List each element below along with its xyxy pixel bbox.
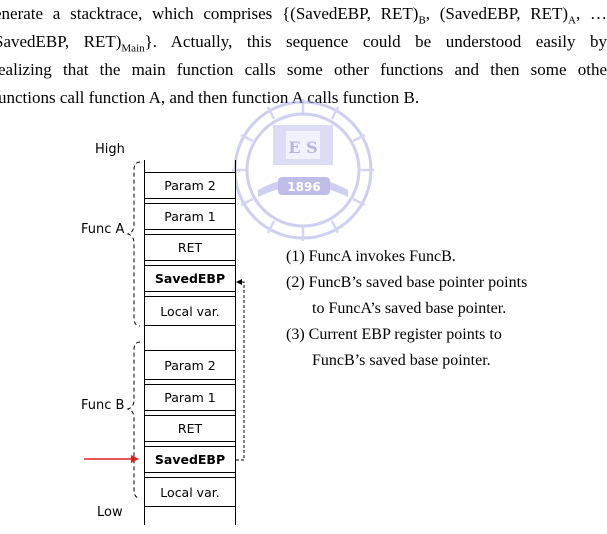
current-ebp-arrowhead xyxy=(131,455,139,463)
note-1: (1) FuncA invokes FuncB. xyxy=(286,248,456,265)
saved-ebp-link xyxy=(236,281,245,461)
func-a-savedebp-cell: SavedEBP xyxy=(145,265,235,292)
func-b-savedebp-cell: SavedEBP xyxy=(145,446,235,473)
func-b-localvar-cell: Local var. xyxy=(145,477,235,507)
func-b-param2-cell: Param 2 xyxy=(145,350,235,380)
text-run: , … xyxy=(576,4,607,23)
text-run: SavedEBP, RET) xyxy=(0,32,122,51)
notes-list: (1) FuncA invokes FuncB. (2) FuncB’s sav… xyxy=(286,244,527,374)
note-3-continued: FuncB’s saved base pointer. xyxy=(312,352,491,369)
text-run: enerate a stacktrace, which comprises {(… xyxy=(0,4,419,23)
func-b-param1-cell: Param 1 xyxy=(145,384,235,411)
stack-left-edge xyxy=(144,160,145,525)
note-2: (2) FuncB’s saved base pointer points xyxy=(286,274,528,291)
func-a-ret-cell: RET xyxy=(145,234,235,261)
stack-right-edge xyxy=(235,160,236,525)
low-label: Low xyxy=(97,505,123,520)
func-a-brace xyxy=(126,161,141,327)
subscript: Main xyxy=(121,42,145,55)
note-2-continued: to FuncA’s saved base pointer. xyxy=(312,300,507,317)
func-b-ret-cell: RET xyxy=(145,415,235,442)
func-b-label: Func B xyxy=(81,398,125,413)
note-3: (3) Current EBP register points to xyxy=(286,326,502,343)
saved-ebp-arrowhead xyxy=(236,279,242,285)
text-run: , (SavedEBP, RET) xyxy=(425,4,569,23)
watermark-letters: E S xyxy=(288,138,317,157)
func-a-label: Func A xyxy=(81,222,125,237)
watermark-year: 1896 xyxy=(287,180,320,194)
func-a-param1-cell: Param 1 xyxy=(145,203,235,230)
func-a-localvar-cell: Local var. xyxy=(145,296,235,326)
paragraph-line-3: ealizing that the main function calls so… xyxy=(0,60,607,79)
func-b-brace xyxy=(126,341,141,499)
high-label: High xyxy=(95,142,125,157)
university-seal-watermark: 1896 E S xyxy=(232,99,374,241)
paragraph-line-1: enerate a stacktrace, which comprises {(… xyxy=(0,0,607,28)
subscript: A xyxy=(568,14,576,27)
subscript: B xyxy=(418,14,426,27)
func-a-param2-cell: Param 2 xyxy=(145,172,235,199)
paragraph-line-2: SavedEBP, RET)Main}. Actually, this sequ… xyxy=(0,28,607,56)
text-run: }. Actually, this sequence could be unde… xyxy=(144,32,607,51)
